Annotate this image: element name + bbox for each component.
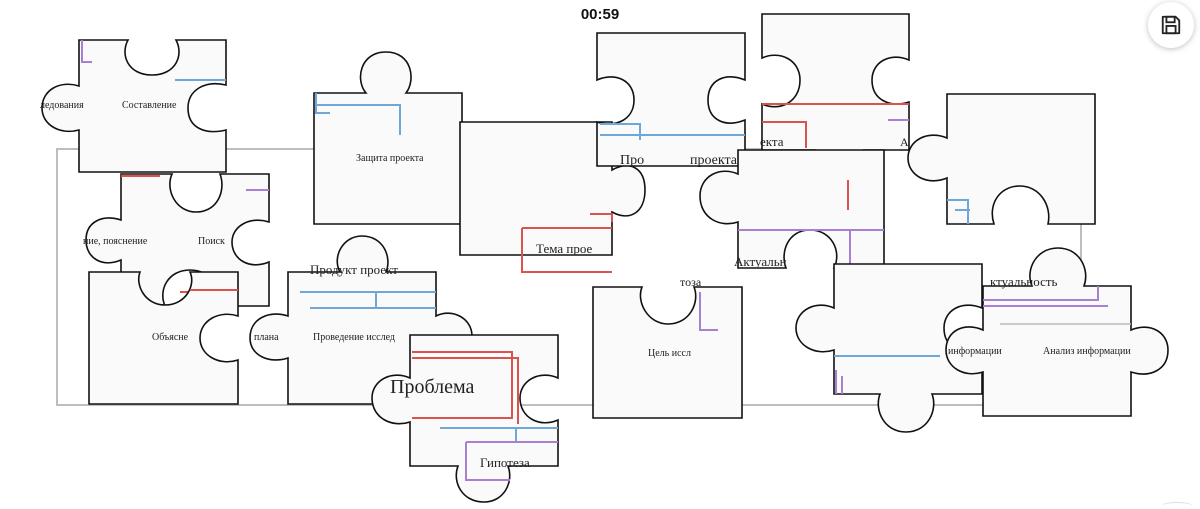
puzzle-piece-14[interactable]: ктуальность информации Анализ информации [945, 247, 1169, 417]
piece-label: плана [254, 332, 279, 343]
puzzle-piece-4[interactable]: Про проекта [596, 32, 746, 168]
piece-label: Про [620, 153, 644, 168]
puzzle-piece-12[interactable]: тоза Цель иссл [592, 275, 743, 419]
piece-label: тоза [680, 275, 702, 289]
piece-label: ние, пояснение [83, 236, 148, 247]
piece-label: Поиск [198, 236, 225, 247]
timer: 00:59 [580, 6, 620, 23]
piece-label: Актуальн [734, 254, 787, 269]
puzzle-piece-5[interactable]: екта А [760, 13, 910, 185]
puzzle-piece-1[interactable]: ледования Составление [40, 39, 227, 173]
puzzle-piece-11[interactable]: Проблема Гипотеза [371, 334, 559, 503]
puzzle-piece-9[interactable]: Объясне [88, 271, 239, 405]
piece-label: Проведение исслед [313, 332, 395, 343]
piece-label: Защита проекта [356, 153, 424, 164]
piece-label: Объясне [152, 332, 189, 343]
save-button[interactable] [1148, 2, 1194, 48]
piece-label: Анализ информации [1043, 346, 1131, 357]
piece-label: Продукт проект [310, 262, 398, 277]
save-icon [1161, 15, 1181, 35]
piece-label: екта [760, 134, 784, 149]
corner-mark [1162, 502, 1192, 509]
puzzle-piece-2[interactable]: Защита проекта [313, 51, 463, 225]
piece-label: ктуальность [990, 274, 1058, 289]
puzzle-piece-7[interactable] [907, 93, 1096, 225]
piece-label: ледования [40, 100, 84, 111]
piece-label: Проблема [390, 376, 474, 398]
piece-label: А [900, 135, 909, 149]
piece-label: Составление [122, 100, 177, 111]
piece-label: Гипотеза [480, 455, 530, 470]
puzzle-piece-6[interactable]: Актуальн [699, 149, 885, 269]
piece-label: проекта [690, 153, 738, 168]
piece-label: информации [948, 346, 1002, 357]
piece-label: Цель иссл [648, 348, 691, 359]
puzzle-piece-13[interactable] [795, 263, 983, 433]
piece-label: Тема прое [536, 241, 592, 256]
